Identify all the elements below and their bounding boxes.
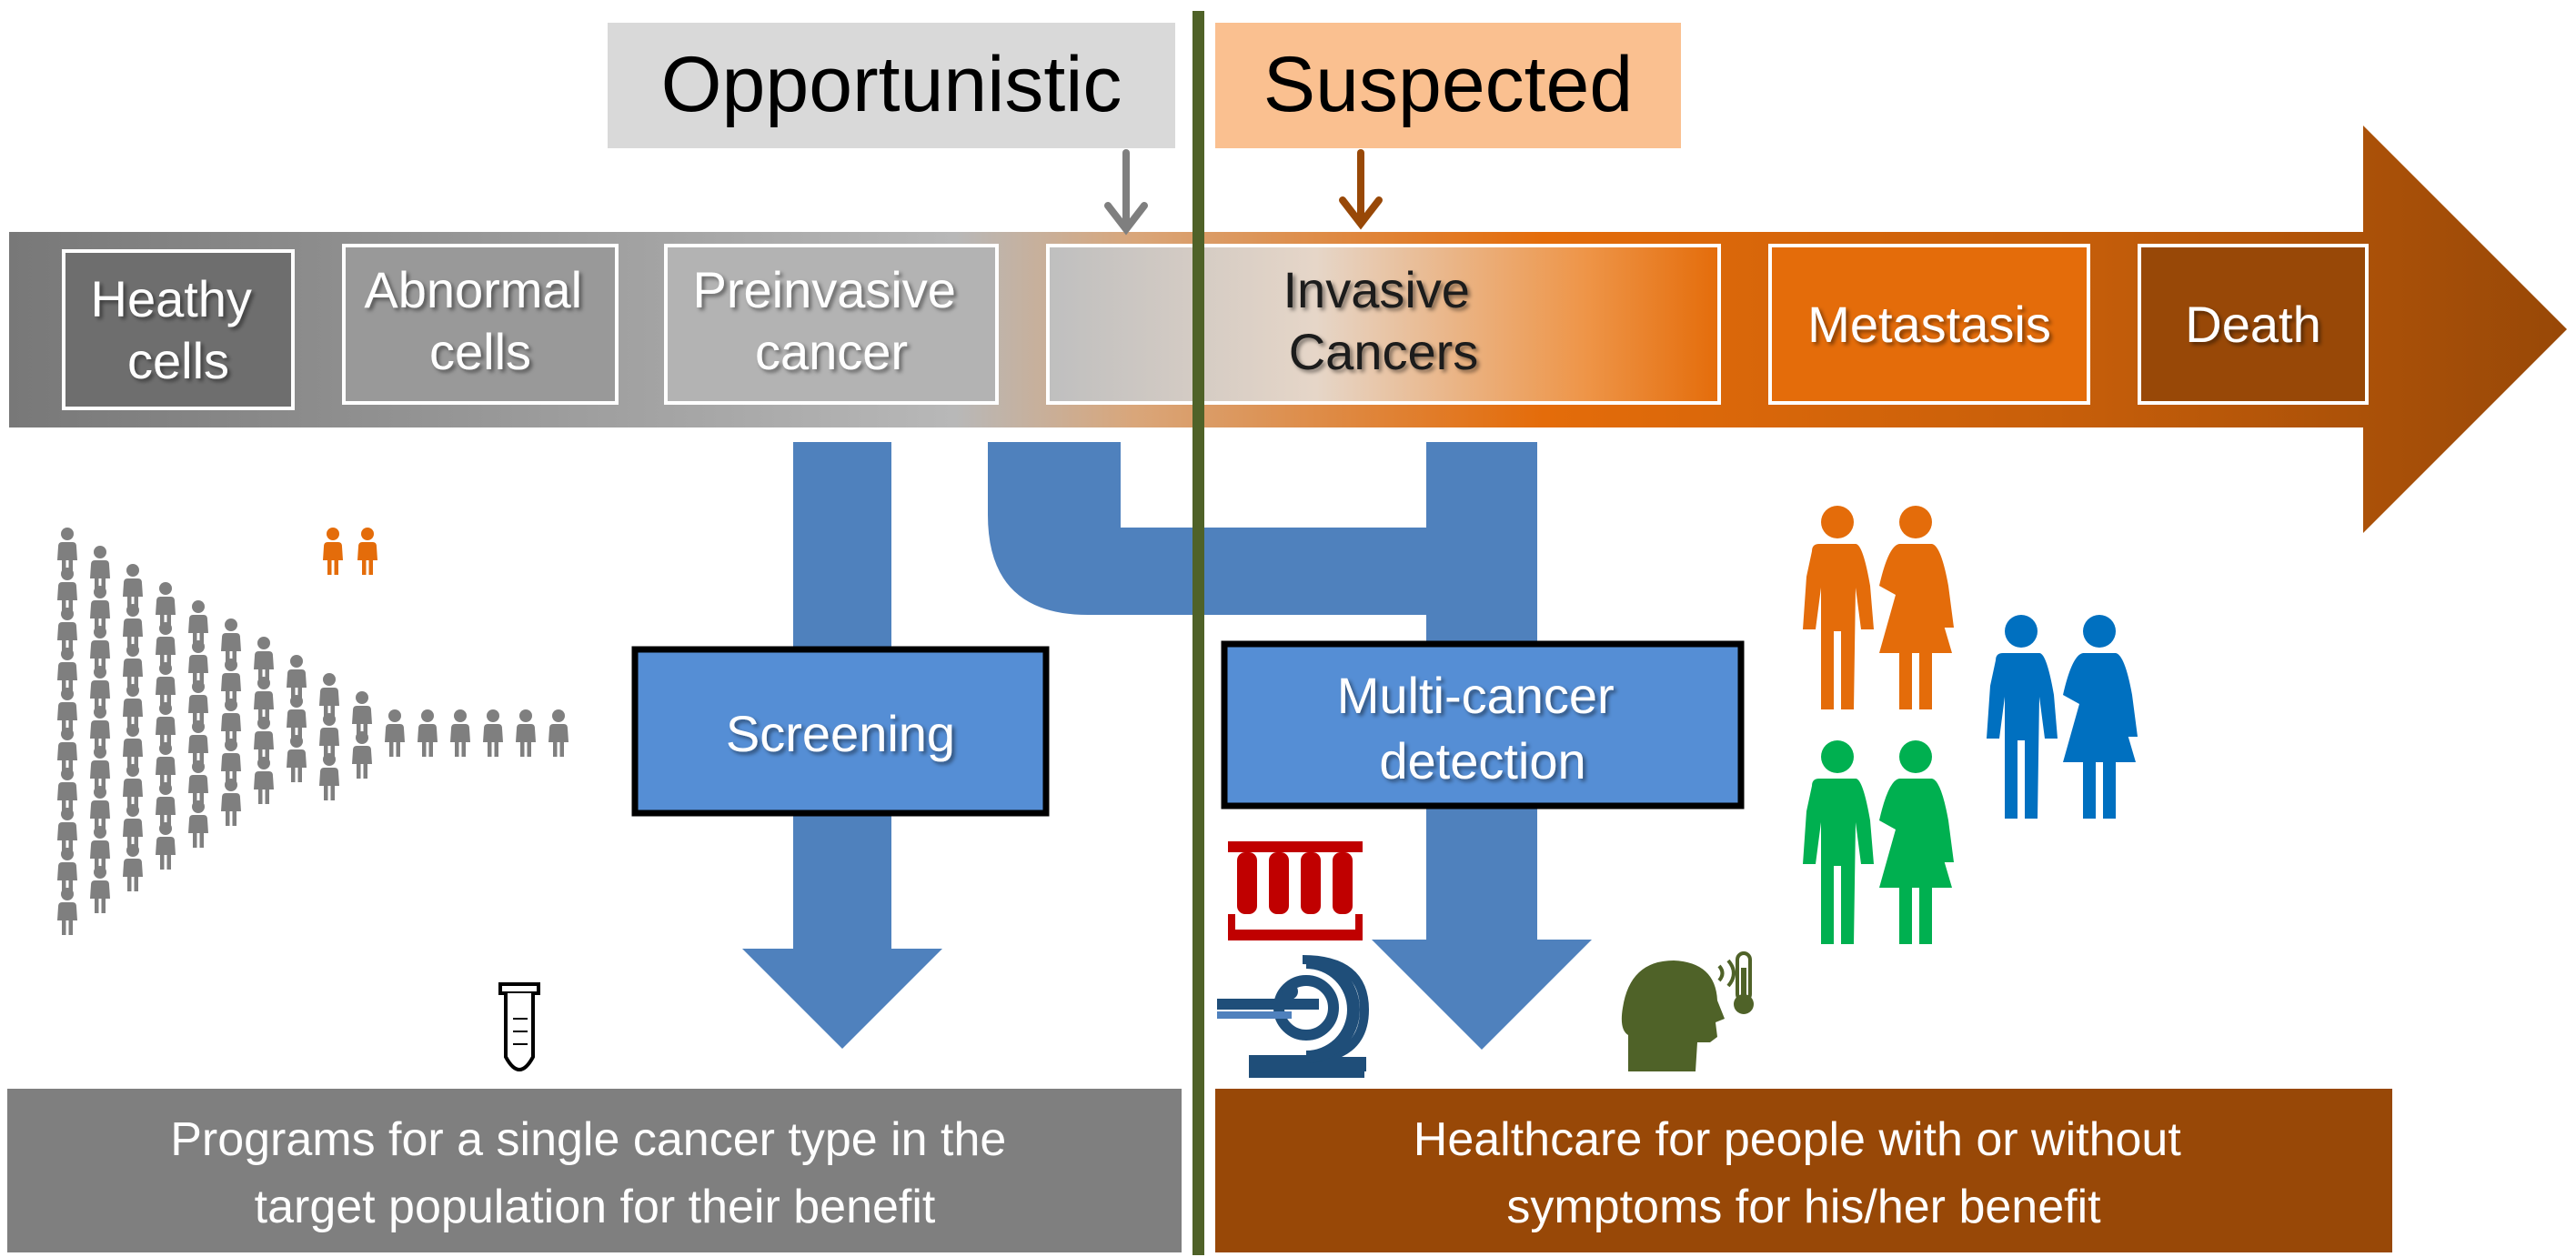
stage-box-death <box>2138 244 2369 405</box>
stage-label-line: Preinvasive <box>692 261 955 318</box>
footer-right-line: Healthcare for people with or without <box>1414 1113 2182 1166</box>
crowd-person <box>188 800 208 848</box>
stage-box-abnormal-cells <box>342 244 619 405</box>
stage-label-line: Abnormal <box>364 261 582 318</box>
crowd-person <box>57 888 77 935</box>
suspected-pointer-arrow <box>1339 149 1383 230</box>
crowd-person <box>418 709 438 757</box>
multi-cancer-detection-box: Multi-cancer detection <box>1221 640 1745 810</box>
screening-box: Screening <box>631 646 1050 817</box>
couple-man-head <box>1821 740 1854 773</box>
couple-icon-green <box>1803 740 1954 944</box>
crowd-person <box>483 709 503 757</box>
crowd-person <box>450 709 470 757</box>
footer-left-line: Programs for a single cancer type in the <box>170 1113 1006 1166</box>
crowd-person-highlighted <box>323 528 343 575</box>
couple-woman <box>1879 779 1954 944</box>
stage-label-line: Metastasis <box>1807 296 2051 353</box>
stage-box-invasive-cancers <box>1046 244 1721 405</box>
stage-label-line: cells <box>429 323 531 380</box>
crowd-person <box>123 844 143 891</box>
stage-label-line: Cancers <box>1289 323 1479 380</box>
crowd-person <box>287 735 307 782</box>
footer-right-text: Healthcare for people with or without sy… <box>1414 1113 2194 1233</box>
footer-healthcare: Healthcare for people with or without sy… <box>1215 1089 2392 1252</box>
crowd-person <box>221 779 241 826</box>
opportunistic-pointer-arrow <box>1104 149 1148 236</box>
head-fever-icon <box>1621 951 1754 1071</box>
couple-icon-orange <box>1803 506 1954 709</box>
header-opportunistic-label: Opportunistic <box>661 41 1122 128</box>
mcd-label-line: Multi-cancer <box>1337 667 1615 724</box>
stage-label-preinvasive-cancer: Preinvasive cancer <box>692 261 970 380</box>
couple-icon-blue <box>1987 615 2138 819</box>
crowd-icon <box>57 528 569 935</box>
crowd-person <box>548 709 569 757</box>
crowd-person <box>90 866 110 913</box>
stage-label-healthy-cells: Heathy cells <box>91 270 267 389</box>
footer-left-text: Programs for a single cancer type in the… <box>170 1113 1020 1233</box>
stage-label-line: cells <box>127 332 229 389</box>
crowd-person <box>516 709 536 757</box>
couple-man <box>1803 779 1874 944</box>
stage-label-line: Heathy <box>91 270 252 327</box>
vertical-divider <box>1192 11 1204 1255</box>
couple-woman-head <box>1899 740 1932 773</box>
crowd-person <box>385 709 405 757</box>
couple-man <box>1987 653 2058 819</box>
stage-label-abnormal-cells: Abnormal cells <box>364 261 596 380</box>
stage-label-invasive-cancers: Invasive Cancers <box>1283 261 1484 380</box>
stage-label-line: Invasive <box>1283 261 1470 318</box>
footer-left-line: target population for their benefit <box>255 1181 936 1233</box>
stage-label-line: cancer <box>755 323 908 380</box>
header-opportunistic: Opportunistic <box>608 23 1175 148</box>
test-tube-icon <box>498 982 540 1071</box>
footer-screening-programs: Programs for a single cancer type in the… <box>7 1089 1182 1252</box>
stage-label-death: Death <box>2185 296 2320 353</box>
couple-man-head <box>1821 506 1854 538</box>
couple-woman <box>1879 544 1954 709</box>
mcd-label-line: detection <box>1379 732 1585 789</box>
couple-man <box>1803 544 1874 709</box>
stage-box-preinvasive-cancer <box>664 244 999 405</box>
stage-label-line: Death <box>2185 296 2320 353</box>
crowd-person <box>319 753 339 800</box>
couple-woman-head <box>1899 506 1932 538</box>
stage-box-healthy-cells <box>62 249 295 410</box>
header-suspected-label: Suspected <box>1263 41 1633 128</box>
crowd-person <box>254 757 274 804</box>
stage-label-metastasis: Metastasis <box>1807 296 2051 353</box>
ct-scanner-icon <box>1217 955 1370 1078</box>
footer-right-line: symptoms for his/her benefit <box>1506 1181 2101 1233</box>
couple-woman-head <box>2083 615 2116 648</box>
couple-man-head <box>2005 615 2038 648</box>
crowd-person <box>352 731 372 779</box>
multi-cancer-detection-label: Multi-cancer detection <box>1337 667 1629 789</box>
blood-tubes-icon <box>1228 841 1363 940</box>
screening-label: Screening <box>726 705 955 762</box>
multi-cancer-bent-arrow <box>988 442 1592 1050</box>
crowd-person <box>156 822 176 870</box>
couple-woman <box>2063 653 2138 819</box>
stage-box-metastasis <box>1768 244 2090 405</box>
header-suspected: Suspected <box>1215 23 1681 148</box>
crowd-person-highlighted <box>357 528 377 575</box>
